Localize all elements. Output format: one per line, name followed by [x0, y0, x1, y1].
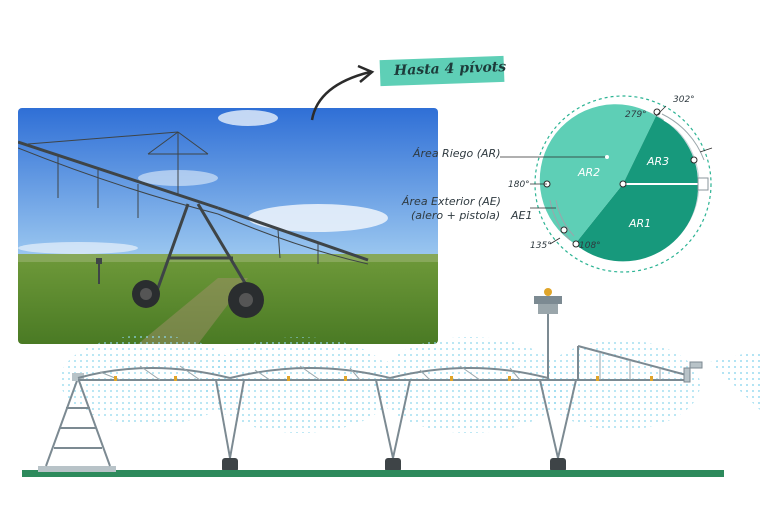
- angle-279: 279°: [625, 110, 647, 120]
- ar2-label: AR2: [578, 166, 601, 179]
- field-photo: [18, 108, 438, 344]
- ar3-sector: [623, 116, 699, 184]
- ar1-sector: [575, 184, 699, 262]
- ae1-label: AE1: [511, 209, 533, 222]
- exterior-sublabel: (alero + pistola): [411, 209, 501, 222]
- riego-label: Área Riego (AR): [413, 147, 501, 160]
- angle-180: 180°: [508, 180, 530, 190]
- exterior-label: Área Exterior (AE): [402, 195, 501, 208]
- ar3-label: AR3: [647, 155, 670, 168]
- pivot-sector-diagram: [500, 95, 713, 273]
- angle-135: 135°: [530, 241, 552, 251]
- pivot-illustration: [22, 288, 760, 477]
- ar1-label: AR1: [629, 217, 652, 230]
- ground-bar: [22, 470, 724, 477]
- callout-arrow: [310, 64, 375, 121]
- angle-108: 108°: [579, 241, 601, 251]
- angle-302: 302°: [673, 95, 695, 105]
- ar2-sector: [539, 104, 656, 244]
